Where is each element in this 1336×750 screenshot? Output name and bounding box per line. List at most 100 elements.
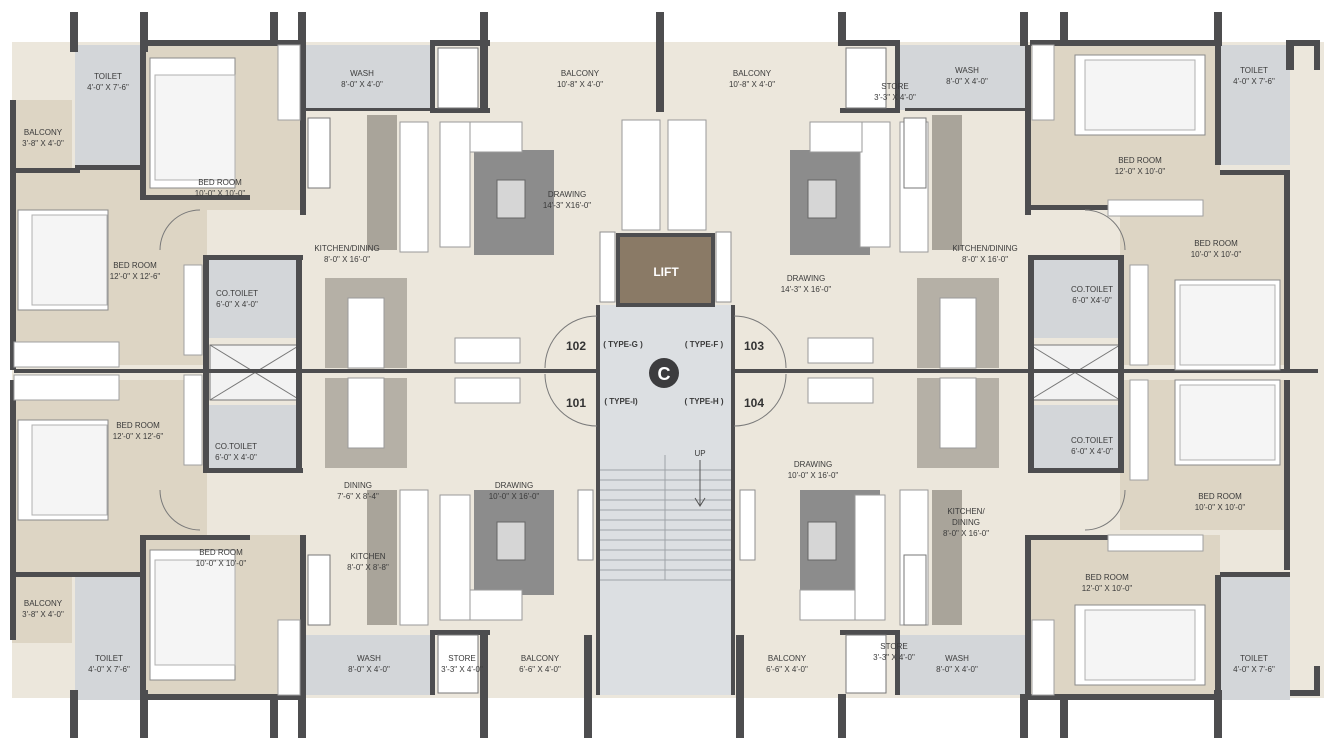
room-name: DRAWING	[794, 460, 832, 469]
room-size: 10'-8" X 4'-0"	[729, 80, 775, 89]
svg-text:KITCHEN: KITCHEN	[350, 552, 385, 561]
room-size: 3'-3" X 4'-0"	[873, 653, 915, 662]
svg-text:6'-6" X 4'-0": 6'-6" X 4'-0"	[766, 665, 808, 674]
unit-number: 102	[566, 339, 586, 353]
walls	[10, 12, 1320, 738]
lift-car	[616, 233, 715, 307]
svg-text:6'-6" X 4'-0": 6'-6" X 4'-0"	[519, 665, 561, 674]
svg-text:CO.TOILET: CO.TOILET	[1071, 436, 1113, 445]
svg-text:DRAWING: DRAWING	[495, 481, 533, 490]
room-name: WASH	[357, 654, 381, 663]
stair-treads	[598, 455, 733, 581]
svg-text:10'-0" X 16'-0": 10'-0" X 16'-0"	[489, 492, 540, 501]
room-name: BALCONY	[733, 69, 772, 78]
svg-text:3'-3" X 4'-0": 3'-3" X 4'-0"	[874, 93, 916, 102]
room-size: 14'-3" X 16'-0"	[781, 285, 832, 294]
room-name: BED ROOM	[113, 261, 157, 270]
svg-text:CO.TOILET: CO.TOILET	[216, 289, 258, 298]
room-name: BED ROOM	[1194, 239, 1238, 248]
room-size: 8'-0" X 4'-0"	[348, 665, 390, 674]
svg-text:12'-0" X 10'-0": 12'-0" X 10'-0"	[1082, 584, 1133, 593]
svg-text:6'-0" X 4'-0": 6'-0" X 4'-0"	[216, 300, 258, 309]
svg-text:WASH: WASH	[945, 654, 969, 663]
svg-text:12'-0" X 10'-0": 12'-0" X 10'-0"	[1115, 167, 1166, 176]
room-name: BALCONY	[24, 128, 63, 137]
room-name: KITCHEN/	[947, 507, 985, 516]
unit-type: ( TYPE-G )	[603, 340, 643, 349]
svg-text:STORE: STORE	[880, 642, 907, 651]
svg-text:BED ROOM: BED ROOM	[1085, 573, 1129, 582]
unit-number: 101	[566, 396, 586, 410]
room-size: 10'-0" X 10'-0"	[1195, 503, 1246, 512]
svg-text:8'-0" X 16'-0": 8'-0" X 16'-0"	[962, 255, 1008, 264]
room-size: 3'-3" X 4'-0"	[441, 665, 483, 674]
svg-text:6'-0" X 4'-0": 6'-0" X 4'-0"	[1071, 447, 1113, 456]
room-labels: TOILET 4'-0" X 7'-6" BALCONY 3'-8" X 4'-…	[22, 66, 1275, 674]
room-size: 8'-0" X 4'-0"	[341, 80, 383, 89]
svg-text:10'-8" X 4'-0": 10'-8" X 4'-0"	[729, 80, 775, 89]
room-name: WASH	[945, 654, 969, 663]
room-name: KITCHEN/DINING	[952, 244, 1017, 253]
svg-text:3'-8" X 4'-0": 3'-8" X 4'-0"	[22, 610, 64, 619]
room-name: BED ROOM	[199, 548, 243, 557]
room-size: 6'-6" X 4'-0"	[766, 665, 808, 674]
room-size: 12'-0" X 10'-0"	[1082, 584, 1133, 593]
svg-text:8'-0" X 8'-8": 8'-0" X 8'-8"	[347, 563, 389, 572]
room-name: STORE	[880, 642, 907, 651]
wardrobes	[13, 44, 1204, 696]
room-size: 6'-6" X 4'-0"	[519, 665, 561, 674]
room-name: BED ROOM	[198, 178, 242, 187]
room-size: 6'-0" X 4'-0"	[216, 300, 258, 309]
room-size: 4'-0" X 7'-6"	[87, 83, 129, 92]
svg-text:3'-3" X 4'-0": 3'-3" X 4'-0"	[873, 653, 915, 662]
svg-text:BED ROOM: BED ROOM	[1118, 156, 1162, 165]
svg-text:TOILET: TOILET	[1240, 66, 1268, 75]
svg-text:BALCONY: BALCONY	[733, 69, 772, 78]
svg-text:4'-0" X 7'-6": 4'-0" X 7'-6"	[87, 83, 129, 92]
svg-text:BALCONY: BALCONY	[24, 128, 63, 137]
room-name: WASH	[350, 69, 374, 78]
svg-text:CO.TOILET: CO.TOILET	[215, 442, 257, 451]
room-name: DRAWING	[548, 190, 586, 199]
svg-text:10'-0" X 10'-0": 10'-0" X 10'-0"	[1195, 503, 1246, 512]
svg-text:14'-3" X 16'-0": 14'-3" X 16'-0"	[781, 285, 832, 294]
svg-text:BED ROOM: BED ROOM	[198, 178, 242, 187]
svg-text:8'-0" X 4'-0": 8'-0" X 4'-0"	[348, 665, 390, 674]
room-name: BED ROOM	[116, 421, 160, 430]
svg-text:WASH: WASH	[350, 69, 374, 78]
svg-text:10'-0" X 10'-0": 10'-0" X 10'-0"	[1191, 250, 1242, 259]
room-name: BALCONY	[561, 69, 600, 78]
room-name: BED ROOM	[1198, 492, 1242, 501]
room-size: DINING	[952, 518, 980, 527]
svg-text:4'-0" X 7'-6": 4'-0" X 7'-6"	[1233, 665, 1275, 674]
shaft-panels	[621, 119, 707, 231]
svg-text:6'-0" X4'-0": 6'-0" X4'-0"	[1072, 296, 1112, 305]
svg-text:BALCONY: BALCONY	[561, 69, 600, 78]
svg-text:BED ROOM: BED ROOM	[1194, 239, 1238, 248]
svg-text:BED ROOM: BED ROOM	[116, 421, 160, 430]
svg-text:8'-0" X 16'-0": 8'-0" X 16'-0"	[943, 529, 989, 538]
svg-text:12'-0" X 12'-6": 12'-0" X 12'-6"	[113, 432, 164, 441]
svg-text:6'-0" X 4'-0": 6'-0" X 4'-0"	[215, 453, 257, 462]
svg-text:BALCONY: BALCONY	[521, 654, 560, 663]
svg-text:14'-3" X16'-0": 14'-3" X16'-0"	[543, 201, 591, 210]
room-name: KITCHEN	[350, 552, 385, 561]
room-name: TOILET	[94, 72, 122, 81]
core-rails	[577, 231, 756, 561]
wet-zones	[75, 45, 1290, 700]
block-badge-letter: C	[658, 364, 671, 384]
room-size: 7'-6" X 8'-4"	[337, 492, 379, 501]
room-size: 10'-0" X 10'-0"	[196, 559, 247, 568]
svg-text:4'-0" X 7'-6": 4'-0" X 7'-6"	[88, 665, 130, 674]
room-size: 3'-3" X 4'-0"	[874, 93, 916, 102]
room-name: CO.TOILET	[1071, 285, 1113, 294]
room-name: BED ROOM	[1118, 156, 1162, 165]
svg-text:12'-0" X 12'-6": 12'-0" X 12'-6"	[110, 272, 161, 281]
room-name: BED ROOM	[1085, 573, 1129, 582]
beds	[17, 54, 1281, 686]
room-name: DINING	[344, 481, 372, 490]
room-size: 6'-0" X4'-0"	[1072, 296, 1112, 305]
room-name: BALCONY	[768, 654, 807, 663]
unit-type: ( TYPE-I)	[604, 397, 638, 406]
